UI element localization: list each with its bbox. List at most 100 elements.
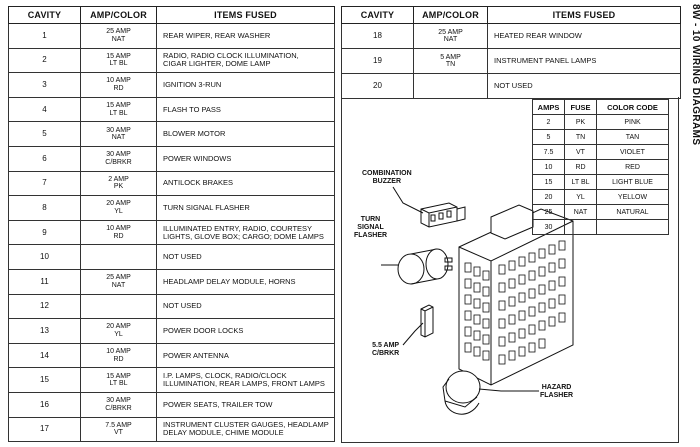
amp-value: 20 AMP bbox=[106, 323, 131, 331]
items-line-1: POWER WINDOWS bbox=[163, 153, 232, 163]
cavity-cell: 3 bbox=[8, 72, 81, 98]
header-fuse: FUSE bbox=[564, 99, 597, 115]
items-line-1: POWER DOOR LOCKS bbox=[163, 325, 244, 335]
cavity-cell: 4 bbox=[8, 96, 81, 123]
color-name-cell: PINK bbox=[596, 114, 669, 130]
amp-value: 25 AMP bbox=[106, 274, 131, 282]
amps-cell: 30 bbox=[532, 219, 565, 235]
cavity-cell: 5 bbox=[8, 121, 81, 147]
fuse-block-diagram bbox=[381, 186, 574, 415]
amps-cell: 5 bbox=[532, 129, 565, 145]
color-value: C/BRKR bbox=[105, 158, 132, 166]
cavity-cell: 7 bbox=[8, 170, 81, 197]
fuse-cell: NAT bbox=[564, 204, 597, 220]
items-fused-cell: NOT USED bbox=[156, 244, 335, 270]
cavity-cell: 19 bbox=[341, 48, 414, 74]
items-line-1: TURN SIGNAL FLASHER bbox=[163, 202, 250, 212]
amp-value: 20 AMP bbox=[106, 200, 131, 208]
color-value: NAT bbox=[443, 36, 458, 43]
items-fused-cell: ANTILOCK BRAKES bbox=[156, 170, 335, 197]
cavity-cell: 11 bbox=[8, 268, 81, 295]
amp-value: 15 AMP bbox=[106, 372, 131, 380]
amp-value: 15 AMP bbox=[106, 52, 131, 60]
fuse-cell: VT bbox=[564, 144, 597, 160]
cavity-cell: 16 bbox=[8, 391, 81, 418]
color-code-row: 30 bbox=[532, 219, 669, 235]
items-line-1: INSTRUMENT PANEL LAMPS bbox=[494, 56, 597, 65]
amp-value: 30 AMP bbox=[106, 126, 131, 134]
items-line-2: LIGHTS, GLOVE BOX; CARGO; DOME LAMPS bbox=[163, 231, 324, 241]
items-line-1: ANTILOCK BRAKES bbox=[163, 178, 234, 188]
amp-value: 15 AMP bbox=[106, 102, 131, 110]
side-title-text: 8W - 10 WIRING DIAGRAMS bbox=[690, 4, 700, 146]
diagram-frame bbox=[341, 97, 679, 443]
color-value: VT bbox=[114, 429, 123, 437]
items-fused-cell: FLASH TO PASS bbox=[156, 96, 335, 123]
color-value: C/BRKR bbox=[105, 404, 132, 412]
items-line-2: ILLUMINATION, REAR LAMPS, FRONT LAMPS bbox=[163, 379, 325, 389]
amp-color-cell bbox=[80, 244, 157, 270]
items-fused-cell: REAR WIPER, REAR WASHER bbox=[156, 23, 335, 49]
cavity-cell: 10 bbox=[8, 244, 81, 270]
amp-value: 10 AMP bbox=[106, 77, 131, 85]
color-code-header-row: AMPS FUSE COLOR CODE bbox=[532, 99, 669, 115]
items-line-1: FLASH TO PASS bbox=[163, 104, 221, 114]
color-value: NAT bbox=[111, 281, 126, 289]
color-value: LT BL bbox=[109, 109, 128, 117]
amps-cell: 7.5 bbox=[532, 144, 565, 160]
leader-circuit-breaker bbox=[402, 322, 424, 346]
items-line-1: POWER ANTENNA bbox=[163, 350, 229, 360]
cavity-cell: 1 bbox=[8, 23, 81, 49]
color-value: NAT bbox=[111, 134, 126, 142]
fuse-cell: LT BL bbox=[564, 174, 597, 190]
items-fused-cell: RADIO, RADIO CLOCK ILLUMINATION,CIGAR LI… bbox=[156, 47, 335, 74]
header-amp-color: AMP/COLOR bbox=[80, 6, 157, 24]
amps-cell: 2 bbox=[532, 114, 565, 130]
cavity-cell: 14 bbox=[8, 342, 81, 369]
fuse-cell: YL bbox=[564, 189, 597, 205]
leader-hazard-flasher bbox=[478, 388, 539, 392]
hazard-flasher-component bbox=[442, 370, 481, 415]
amp-value: 25 AMP bbox=[438, 28, 463, 36]
amp-value: 7.5 AMP bbox=[105, 421, 132, 429]
color-name-cell: RED bbox=[596, 159, 669, 175]
circuit-breaker-component bbox=[420, 304, 434, 338]
cavity-cell: 8 bbox=[8, 195, 81, 221]
items-fused-cell: POWER DOOR LOCKS bbox=[156, 318, 335, 344]
amp-color-cell bbox=[413, 73, 488, 99]
header-items-fused: ITEMS FUSED bbox=[156, 6, 335, 24]
color-name-cell: VIOLET bbox=[596, 144, 669, 160]
fuse-cell: TN bbox=[564, 129, 597, 145]
items-line-1: INSTRUMENT CLUSTER GAUGES, HEADLAMP bbox=[163, 420, 329, 430]
combination-buzzer-component bbox=[420, 202, 466, 228]
cavity-cell: 6 bbox=[8, 145, 81, 172]
cavity-cell: 18 bbox=[341, 23, 414, 49]
table-row: 10 NOT USED bbox=[8, 244, 335, 270]
items-line-1: HEADLAMP DELAY MODULE, HORNS bbox=[163, 276, 296, 286]
items-line-1: NOT USED bbox=[494, 81, 533, 90]
